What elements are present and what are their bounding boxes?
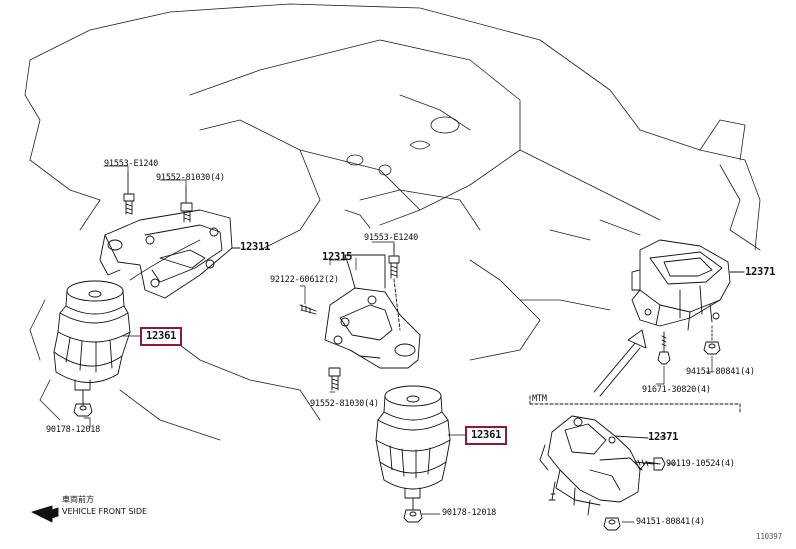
stud-92122: [299, 304, 317, 315]
nut-90178-left: [73, 403, 93, 417]
figure-code: 110397: [756, 532, 782, 541]
part-label-90178-mid[interactable]: 90178-12018: [442, 508, 497, 518]
bolt-91552-mid: [328, 367, 341, 391]
part-label-12371-top[interactable]: 12371: [745, 266, 776, 278]
bolt-91553-left: [123, 171, 135, 215]
part-label-94151-top[interactable]: 94151-80841(4): [686, 367, 755, 377]
mount-12361-left: [53, 280, 131, 406]
part-label-91552-left[interactable]: 91552-81030(4): [156, 173, 225, 183]
part-label-92122[interactable]: 92122-60612(2): [270, 275, 339, 285]
vehicle-front-label-jp: 車両前方: [62, 495, 94, 504]
mtm-section-border: [529, 395, 741, 413]
nut-94151-mtm: [603, 517, 621, 531]
mtm-arrow: [593, 329, 647, 397]
part-label-12311[interactable]: 12311: [240, 241, 271, 253]
mount-12371-top: [631, 239, 745, 331]
part-label-12361-mid[interactable]: 12361: [465, 426, 508, 445]
bracket-12315: [324, 254, 421, 369]
engine-block-outline: [24, 3, 761, 441]
leader-lines: [83, 165, 713, 523]
bolt-91552-left: [180, 185, 193, 223]
bolt-91553-mid: [388, 243, 401, 331]
vehicle-front-label: VEHICLE FRONT SIDE: [62, 507, 148, 516]
mount-12361-mid: [375, 385, 451, 511]
bracket-12311: [99, 209, 241, 299]
studs-mtm: [548, 481, 591, 516]
part-label-12315[interactable]: 12315: [322, 251, 353, 263]
part-label-12371-mtm[interactable]: 12371: [648, 431, 679, 443]
part-label-94151-mtm[interactable]: 94151-80841(4): [636, 517, 705, 527]
part-label-91552-mid[interactable]: 91552-81030(4): [310, 399, 379, 409]
part-label-12361-left[interactable]: 12361: [140, 327, 183, 346]
mtm-section-label: MTM: [532, 394, 547, 404]
part-label-91671[interactable]: 91671-30820(4): [642, 385, 711, 395]
part-label-91553-mid[interactable]: 91553-E1240: [364, 233, 419, 243]
nut-90178-mid: [403, 509, 423, 523]
bolt-91671: [657, 331, 671, 365]
part-label-91553-left[interactable]: 91553-E1240: [104, 159, 159, 169]
part-label-90119[interactable]: 90119-10524(4): [666, 459, 735, 469]
nut-94151-top: [703, 325, 721, 355]
bolt-90119: [634, 457, 666, 471]
part-label-90178-left[interactable]: 90178-12018: [46, 425, 101, 435]
vehicle-front-arrow-icon: [31, 505, 59, 523]
